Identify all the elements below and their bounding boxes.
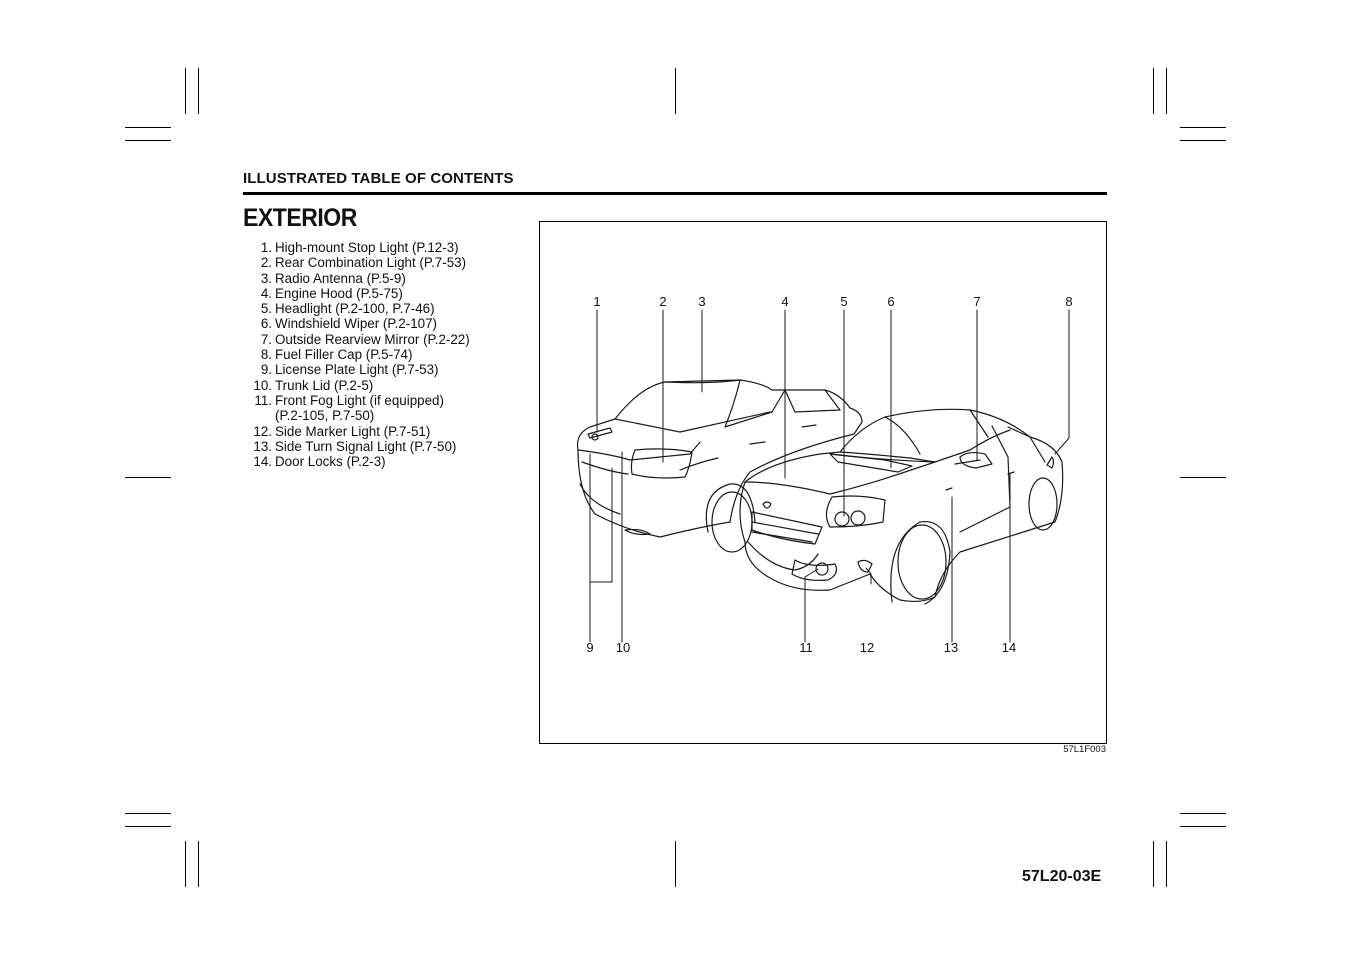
crop-mark — [1180, 477, 1226, 478]
list-item[interactable]: 7.Outside Rearview Mirror (P.2-22) — [260, 331, 470, 347]
exterior-figure: 1 2 3 4 5 6 7 8 9 10 11 12 13 14 — [539, 221, 1107, 744]
list-item-continuation: (P.2-105, P.7-50) — [275, 408, 375, 424]
callout-label: 10 — [616, 640, 630, 655]
callout-label: 6 — [887, 294, 894, 309]
list-item[interactable]: 13.Side Turn Signal Light (P.7-50) — [253, 438, 457, 454]
callout-label: 12 — [860, 640, 874, 655]
crop-mark — [1153, 68, 1154, 114]
section-header: ILLUSTRATED TABLE OF CONTENTS — [243, 170, 514, 187]
crop-mark — [125, 813, 171, 814]
callout-label: 7 — [973, 294, 980, 309]
crop-mark — [1180, 813, 1226, 814]
crop-mark — [1180, 127, 1226, 128]
crop-mark — [1153, 841, 1154, 887]
callout-label: 11 — [799, 640, 813, 655]
callout-label: 5 — [840, 294, 847, 309]
crop-mark — [675, 68, 676, 114]
crop-mark — [1166, 841, 1167, 887]
callout-label: 9 — [586, 640, 593, 655]
figure-code: 57L1F003 — [1063, 744, 1106, 755]
list-item[interactable]: 10.Trunk Lid (P.2-5) — [253, 377, 374, 393]
crop-mark — [185, 68, 186, 114]
crop-mark — [125, 477, 171, 478]
car-illustration: 1 2 3 4 5 6 7 8 9 10 11 12 13 14 — [576, 294, 1073, 655]
list-item[interactable]: 12.Side Marker Light (P.7-51) — [253, 423, 431, 439]
crop-mark — [125, 140, 171, 141]
crop-mark — [125, 127, 171, 128]
page-title: EXTERIOR — [243, 204, 357, 232]
callout-label: 13 — [944, 640, 958, 655]
callout-label: 8 — [1065, 294, 1072, 309]
document-code: 57L20-03E — [1022, 868, 1102, 885]
crop-mark — [198, 841, 199, 887]
leader-lines — [589, 309, 1070, 643]
list-item[interactable]: 2.Rear Combination Light (P.7-53) — [260, 255, 467, 271]
crop-mark — [185, 841, 186, 887]
list-item[interactable]: 11.Front Fog Light (if equipped) — [254, 392, 444, 408]
list-item[interactable]: 8.Fuel Filler Cap (P.5-74) — [260, 347, 413, 363]
callout-label: 4 — [781, 294, 788, 309]
callout-labels: 1 2 3 4 5 6 7 8 9 10 11 12 13 14 — [586, 294, 1072, 655]
crop-mark — [125, 826, 171, 827]
front-car-drawing — [739, 408, 1064, 605]
list-item[interactable]: 4.Engine Hood (P.5-75) — [260, 285, 403, 301]
callout-label: 2 — [659, 294, 666, 309]
callout-label: 14 — [1002, 640, 1016, 655]
list-item[interactable]: 1.High-mount Stop Light (P.12-3) — [260, 240, 459, 255]
list-item[interactable]: 14.Door Locks (P.2-3) — [253, 454, 386, 470]
crop-mark — [1180, 826, 1226, 827]
list-item[interactable]: 5.Headlight (P.2-100, P.7-46) — [260, 301, 435, 317]
crop-mark — [1166, 68, 1167, 114]
crop-mark — [1180, 140, 1226, 141]
header-rule — [243, 192, 1107, 195]
list-item[interactable]: 3.Radio Antenna (P.5-9) — [260, 270, 406, 286]
crop-mark — [675, 841, 676, 887]
callout-label: 1 — [593, 294, 600, 309]
callout-label: 3 — [698, 294, 705, 309]
crop-mark — [198, 68, 199, 114]
contents-list: 1.High-mount Stop Light (P.12-3) 2.Rear … — [248, 240, 470, 470]
list-item[interactable]: 9.License Plate Light (P.7-53) — [260, 362, 439, 378]
list-item[interactable]: 6.Windshield Wiper (P.2-107) — [260, 316, 437, 332]
